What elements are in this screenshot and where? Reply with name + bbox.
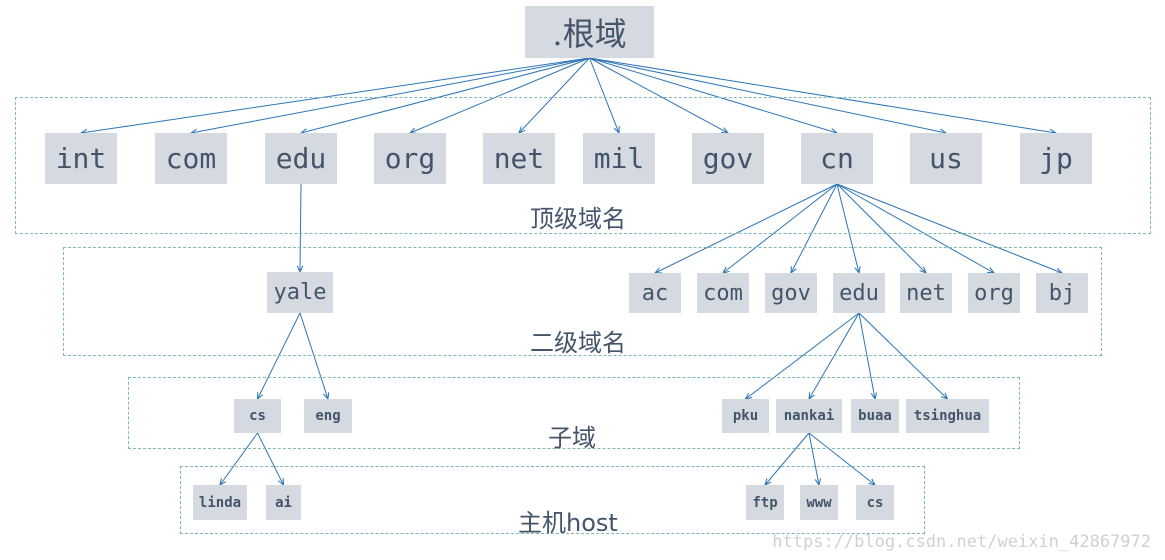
root-node: .根域 [525, 6, 654, 58]
tld-org: org [374, 133, 446, 184]
edge-root-to-tld-5 [589, 57, 620, 133]
edge-tld-7-to-cn-1 [723, 183, 838, 273]
tld-gov: gov [692, 133, 764, 184]
second-edu: edu [833, 273, 885, 313]
label-top-level: 顶级域名 [530, 205, 626, 233]
edge-root-to-tld-7 [589, 57, 838, 133]
zone-top-level [15, 97, 1151, 234]
label-second-level: 二级域名 [530, 329, 626, 357]
edge-tld-7-to-cn-2 [791, 183, 838, 273]
tld-jp: jp [1020, 133, 1092, 184]
edge-root-to-tld-1 [191, 57, 590, 133]
zone-subdomain [128, 377, 1020, 449]
label-host: 主机host [518, 509, 618, 537]
host-linda: linda [193, 485, 247, 520]
edge-tld-7-to-cn-3 [836, 183, 859, 273]
second-bj: bj [1036, 273, 1088, 313]
second-gov: gov [765, 273, 817, 313]
second-org: org [968, 273, 1020, 313]
edge-cn-3-to-nankai [809, 312, 860, 399]
second-yale: yale [267, 272, 333, 313]
edge-tld-7-to-cn-0 [655, 183, 838, 273]
edge-root-to-tld-3 [410, 57, 590, 133]
edge-cn-3-to-tsinghua [858, 312, 948, 399]
tld-us: us [910, 133, 982, 184]
edge-cn-3-to-buaa [858, 312, 875, 399]
sub-cs: cs [234, 399, 281, 433]
second-net: net [900, 273, 952, 313]
host-www: www [800, 485, 838, 520]
host-cs: cs [856, 485, 894, 520]
edge-root-to-tld-4 [519, 57, 590, 133]
sub-eng: eng [304, 399, 352, 433]
edge-root-to-tld-0 [81, 57, 590, 133]
edge-nankai-to-www [808, 432, 819, 485]
sub-buaa: buaa [851, 399, 899, 433]
tld-com: com [155, 133, 227, 184]
edge-yale-to-cs [258, 312, 301, 399]
tld-edu: edu [265, 133, 337, 184]
edge-yale-to-eng [299, 312, 328, 399]
sub-tsinghua: tsinghua [906, 399, 989, 433]
edge-tld-7-to-cn-5 [836, 183, 994, 273]
edge-root-to-tld-9 [589, 57, 1057, 133]
edge-nankai-to-cs2 [808, 432, 875, 485]
sub-nankai: nankai [776, 399, 842, 433]
edge-cn-3-to-pku [746, 312, 860, 399]
tld-cn: cn [801, 133, 873, 184]
zone-host [180, 466, 925, 534]
tld-net: net [483, 133, 555, 184]
edge-tld-2-to-yale [300, 183, 301, 272]
edge-nankai-to-ftp [765, 432, 810, 485]
edge-tld-7-to-cn-6 [836, 183, 1062, 273]
sub-pku: pku [722, 399, 769, 433]
second-ac: ac [629, 273, 681, 313]
edge-cs-to-linda [220, 432, 258, 485]
tld-int: int [45, 133, 117, 184]
tld-mil: mil [583, 133, 655, 184]
host-ftp: ftp [746, 485, 784, 520]
watermark: https://blog.csdn.net/weixin_42867972 [772, 532, 1151, 552]
second-com: com [697, 273, 749, 313]
edge-cs-to-ai [257, 432, 284, 485]
edge-root-to-tld-2 [301, 57, 590, 133]
zone-second-level [63, 247, 1102, 356]
host-ai: ai [266, 485, 301, 520]
label-subdomain: 子域 [548, 424, 596, 452]
edge-root-to-tld-8 [589, 57, 947, 133]
edge-tld-7-to-cn-4 [836, 183, 926, 273]
edge-root-to-tld-6 [589, 57, 729, 133]
